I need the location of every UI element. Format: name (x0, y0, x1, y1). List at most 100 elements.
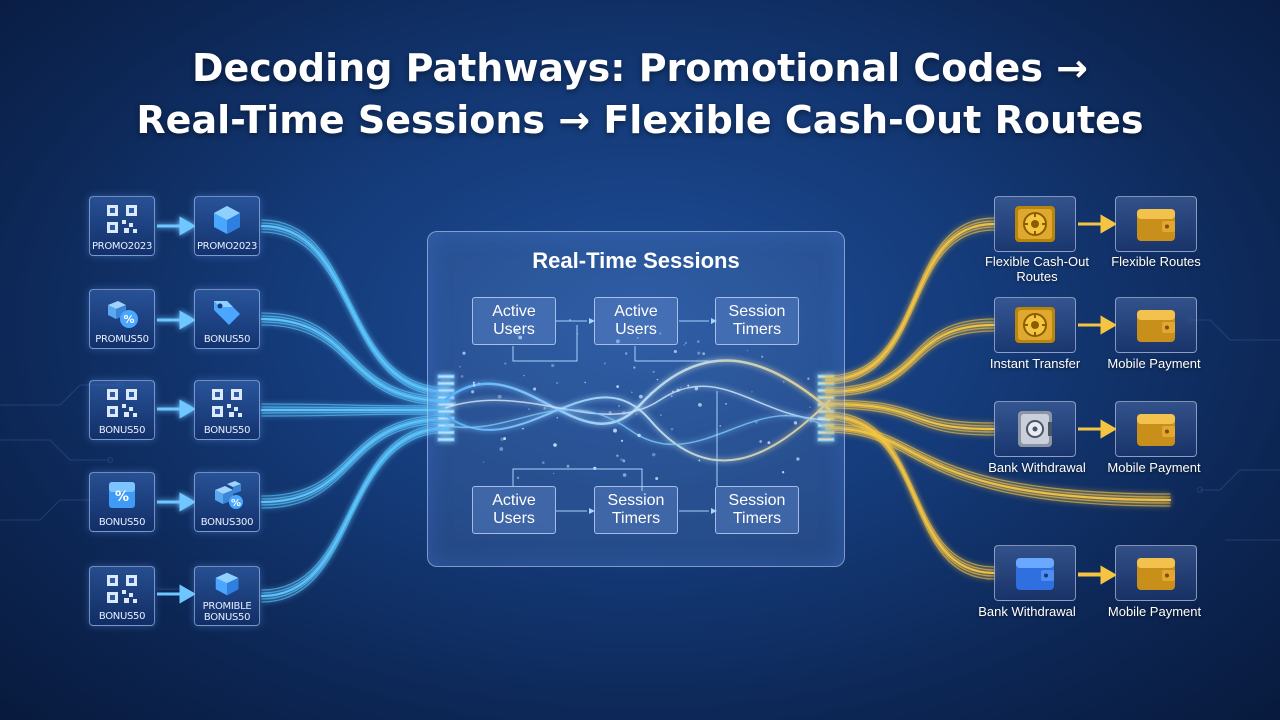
blue-flow-line (261, 411, 449, 414)
gold-flow-line (825, 405, 995, 433)
connector-port (437, 381, 455, 386)
promo-source-tile[interactable]: % PROMUS50 (89, 289, 155, 349)
blue-flow-line (261, 312, 449, 398)
blue-flow-line (261, 321, 449, 404)
discount-cubes-icon: % (104, 297, 140, 334)
sparkle (616, 454, 619, 457)
gold-flow-line (825, 318, 995, 389)
sparkle (673, 349, 677, 354)
right-arrow-last (1078, 565, 1116, 585)
blue-flow-line (260, 317, 450, 403)
promo-source-tile[interactable]: BONUS50 (89, 380, 155, 440)
promo-target-label: BONUS50 (203, 334, 251, 345)
sparkle (680, 386, 682, 389)
promo-source-tile[interactable]: BONUS50 (89, 566, 155, 626)
sparkle (782, 380, 785, 383)
blue-flow-line (261, 228, 449, 395)
sparkle (809, 406, 811, 408)
cashout-target-label: Flexible Routes (1111, 254, 1201, 269)
cashout-source-tile[interactable] (994, 401, 1076, 457)
sparkle (633, 366, 636, 369)
gold-flow-line (825, 417, 995, 577)
gold-flow-line (825, 229, 995, 385)
gold-flow-line (825, 431, 1171, 507)
promo-target-tile[interactable]: BONUS50 (194, 289, 260, 349)
sparkle (638, 394, 643, 399)
svg-text:%: % (115, 489, 129, 505)
sparkle (622, 473, 627, 477)
sparkle (523, 374, 525, 377)
gold-wallet-icon (1132, 304, 1180, 351)
promo-target-tile[interactable]: % BONUS300 (194, 472, 260, 532)
blue-flow-line (260, 426, 450, 598)
promo-target-tile[interactable]: PROMIBLE BONUS50 (194, 566, 260, 626)
sparkle (652, 370, 655, 373)
blue-flow-line (261, 413, 449, 417)
promo-source-label: BONUS50 (98, 425, 146, 436)
right-arrows (1078, 214, 1116, 576)
sparkle (809, 420, 812, 423)
promo-target-tile[interactable]: PROMO2023 (194, 196, 260, 256)
sparkle (482, 461, 485, 463)
session-node-active-users[interactable]: Active Users (594, 297, 678, 345)
cashout-source-tile[interactable] (994, 196, 1076, 252)
sparkle (683, 344, 685, 346)
gold-flow-line (825, 220, 995, 379)
gold-flow-line (825, 411, 995, 568)
sparkle (649, 392, 652, 395)
particle-sparkles (453, 328, 812, 480)
sparkle (551, 363, 555, 368)
connector-port (817, 437, 835, 442)
sparkle (613, 428, 617, 433)
connector-port (437, 437, 455, 442)
sparkle (751, 391, 753, 393)
sparkle (636, 336, 639, 339)
sparkle (676, 388, 680, 392)
cashout-source-tile[interactable] (994, 297, 1076, 353)
session-node-active-users[interactable]: Active Users (472, 486, 556, 534)
cashout-target-tile[interactable] (1115, 545, 1197, 601)
gold-flow-line (825, 226, 995, 383)
blue-flow-line (261, 414, 449, 497)
cashout-target-tile[interactable] (1115, 196, 1197, 252)
blue-flow-line (261, 425, 449, 594)
sparkle (697, 351, 701, 355)
session-node-session-timers[interactable]: Session Timers (715, 486, 799, 534)
sparkle (635, 413, 638, 415)
blue-wallet-icon (1011, 552, 1059, 599)
blue-flow-line (261, 422, 449, 509)
promo-target-label: BONUS300 (200, 517, 254, 528)
session-node-session-timers[interactable]: Session Timers (715, 297, 799, 345)
promo-source-label: BONUS50 (98, 611, 146, 622)
promo-target-tile[interactable]: BONUS50 (194, 380, 260, 440)
sparkle (754, 420, 758, 424)
sparkle (542, 461, 545, 464)
sparkle (746, 349, 749, 352)
connector-port (437, 374, 455, 379)
sparkle (698, 402, 702, 407)
sparkle (620, 458, 623, 461)
sparkle (566, 464, 570, 468)
session-node-active-users[interactable]: Active Users (472, 297, 556, 345)
sparkle (696, 340, 700, 343)
sparkle (672, 390, 675, 393)
cashout-target-tile[interactable] (1115, 297, 1197, 353)
gold-flow-line (824, 222, 996, 382)
sparkle (516, 334, 519, 337)
sparkle (516, 476, 520, 480)
promo-source-tile[interactable]: PROMO2023 (89, 196, 155, 256)
cashout-target-tile[interactable] (1115, 401, 1197, 457)
gold-flow-line (825, 321, 995, 391)
blue-flow-line (261, 423, 449, 591)
sparkle (503, 437, 507, 441)
sparkle (631, 391, 633, 393)
gold-flow-line (825, 330, 995, 397)
sparkle (670, 427, 674, 431)
sparkle (584, 381, 586, 384)
sparkle (698, 459, 701, 462)
promo-source-tile[interactable]: % BONUS50 (89, 472, 155, 532)
blue-flow-line (261, 416, 449, 500)
cashout-source-tile[interactable] (994, 545, 1076, 601)
session-node-session-timers[interactable]: Session Timers (594, 486, 678, 534)
qr-code-icon (105, 388, 139, 423)
